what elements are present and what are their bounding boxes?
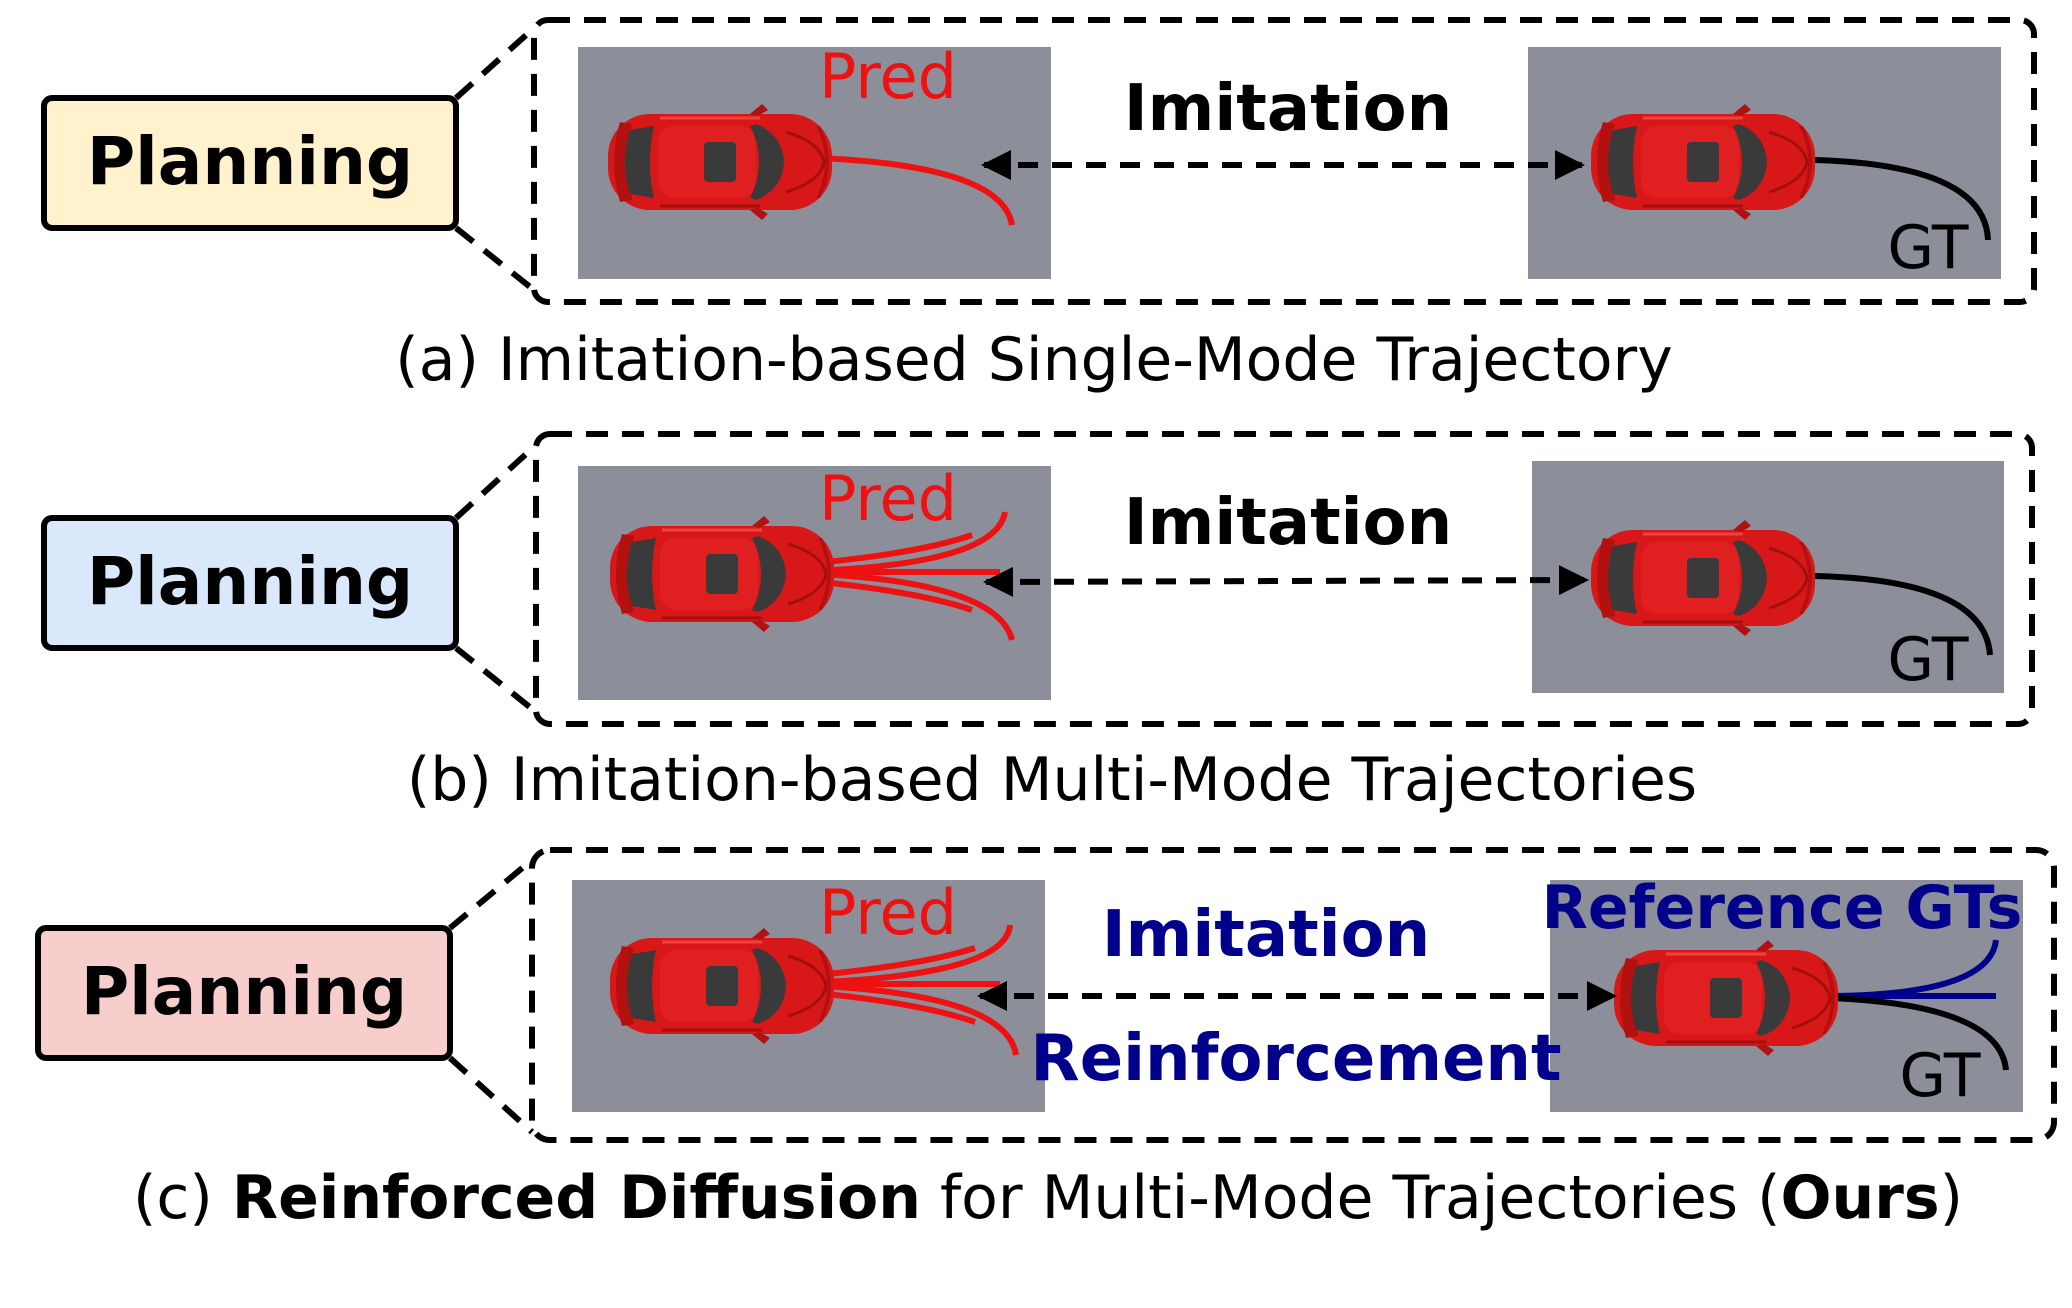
car-gt-b <box>1589 518 1817 638</box>
gt-label-c: GT <box>1899 1041 1980 1111</box>
planning-box-b <box>41 515 459 651</box>
car-gt-c <box>1612 938 1840 1058</box>
connector-top-a <box>453 25 537 101</box>
car-pred-c <box>608 926 836 1046</box>
caption-c: (c) Reinforced Diffusion for Multi-Mode … <box>133 1163 1963 1233</box>
planning-label-a: Planning <box>87 123 413 200</box>
gt-label-b: GT <box>1887 625 1968 695</box>
gt-label-a: GT <box>1887 213 1968 283</box>
row-c: Planning Pred Reference GTs GT Imitation… <box>35 847 2057 1233</box>
dashed-frame-c <box>529 847 2057 1143</box>
reference-trajectories-c <box>1829 939 1999 999</box>
imitation-label-b: Imitation <box>1124 486 1452 560</box>
gt-trajectory-c <box>1829 995 2009 1071</box>
pred-label-b: Pred <box>819 462 957 535</box>
car-pred-b <box>608 514 836 634</box>
caption-a: (a) Imitation-based Single-Mode Trajecto… <box>395 325 1672 395</box>
connector-bottom-b <box>454 645 538 715</box>
connector-bottom-a <box>454 225 536 293</box>
pred-label-a: Pred <box>819 40 957 113</box>
imitation-arrow-b <box>983 565 1589 597</box>
row-b: Planning Pred GT Imitation (b) Imitation… <box>41 431 2035 815</box>
row-a: Planning Pred GT Imitation (a) Imitation… <box>41 17 2037 395</box>
gt-trajectory-a <box>1814 157 1991 241</box>
planning-label-b: Planning <box>87 543 413 620</box>
gt-trajectory-b <box>1814 573 1993 656</box>
imitation-label-a: Imitation <box>1124 72 1452 146</box>
caption-b: (b) Imitation-based Multi-Mode Trajector… <box>407 745 1697 815</box>
reference-gts-label-c: Reference GTs <box>1542 873 2023 943</box>
dashed-frame-b <box>533 431 2035 727</box>
planning-box-a <box>41 95 459 231</box>
connector-top-c <box>448 857 534 931</box>
dashed-frame-a <box>531 17 2037 305</box>
connector-top-b <box>453 442 539 521</box>
car-pred-a <box>606 102 834 222</box>
reinforcement-label-c: Reinforcement <box>1030 1022 1561 1096</box>
planning-label-c: Planning <box>81 953 407 1030</box>
connector-bottom-c <box>447 1055 535 1135</box>
planning-box-c <box>35 925 453 1061</box>
car-gt-a <box>1589 102 1817 222</box>
imitation-label-c: Imitation <box>1102 898 1430 972</box>
pred-label-c: Pred <box>819 876 957 949</box>
